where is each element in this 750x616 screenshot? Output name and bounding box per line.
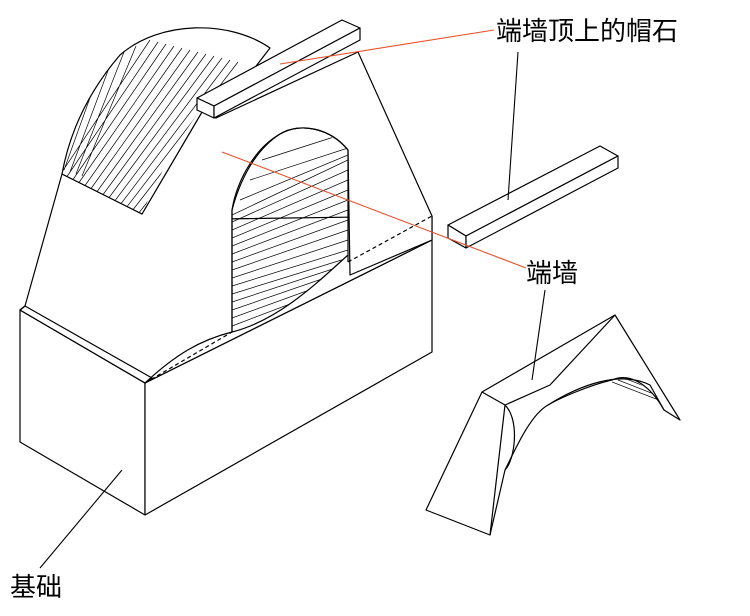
loose-cap-stone bbox=[447, 145, 619, 249]
loose-wall-inner-edge bbox=[481, 314, 616, 406]
label-cap-stone: 端墙顶上的帽石 bbox=[496, 17, 678, 47]
leader-lines bbox=[39, 29, 546, 569]
loose-wall-edge bbox=[489, 404, 506, 536]
end-wall-body bbox=[19, 51, 433, 384]
end-wall-inner-arch bbox=[231, 127, 349, 332]
label-foundation: 基础 bbox=[10, 573, 62, 603]
end-wall-arch-curve bbox=[231, 254, 349, 333]
main-structure bbox=[19, 19, 433, 516]
label-end-wall: 端墙 bbox=[526, 259, 578, 289]
loose-wall-arch bbox=[504, 378, 665, 471]
cap-stone-side bbox=[213, 27, 361, 119]
leader-foundation bbox=[39, 469, 123, 569]
loose-cap-side bbox=[465, 155, 619, 249]
leader-cap-stone-red bbox=[279, 29, 495, 65]
leader-end-wall-black bbox=[531, 289, 546, 381]
loose-wall-body bbox=[425, 314, 681, 536]
loose-cap-top bbox=[447, 145, 619, 237]
hidden-edge bbox=[144, 215, 433, 384]
loose-end-wall bbox=[425, 314, 681, 536]
leader-cap-stone-black bbox=[507, 51, 519, 201]
leader-end-wall-red bbox=[221, 151, 527, 269]
end-wall-front-edge bbox=[19, 305, 153, 384]
